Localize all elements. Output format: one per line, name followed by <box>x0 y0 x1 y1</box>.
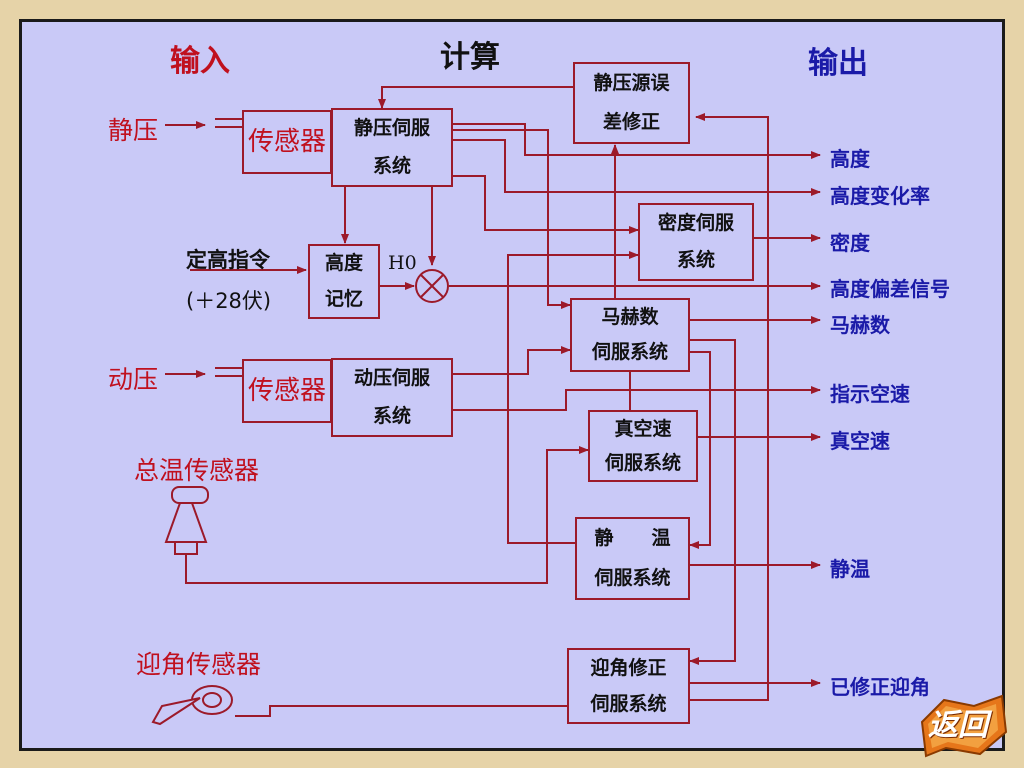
output-density: 密度 <box>830 231 870 255</box>
aoa-sensor-label: 迎角传感器 <box>136 650 262 679</box>
output-header: 输出 <box>808 46 868 81</box>
h0-label: H0 <box>388 252 417 274</box>
output-indicated-airspeed: 指示空速 <box>830 382 910 406</box>
summing-junction <box>415 269 449 303</box>
compute-header: 计算 <box>440 40 500 75</box>
total-temp-sensor-label: 总温传感器 <box>134 456 260 485</box>
vane-sensor-icon <box>151 685 233 726</box>
static-pressure-label: 静压 <box>108 116 159 145</box>
output-mach: 马赫数 <box>830 313 890 337</box>
output-altitude-deviation: 高度偏差信号 <box>830 277 950 301</box>
voltage-label: (＋28伏) <box>186 289 272 313</box>
dynamic-pressure-servo-block: 动压伺服系统 <box>331 358 453 437</box>
altitude-command-label: 定高指令 <box>186 248 270 272</box>
output-corrected-aoa: 已修正迎角 <box>830 675 930 699</box>
source-error-correction-block: 静压源误差修正 <box>573 62 690 144</box>
return-button[interactable]: 返回 <box>918 692 1010 758</box>
output-true-airspeed: 真空速 <box>830 429 890 453</box>
static-pressure-servo-block: 静压伺服系统 <box>331 108 453 187</box>
aoa-correction-servo-block: 迎角修正伺服系统 <box>567 648 690 724</box>
return-button-label: 返回 <box>928 708 988 743</box>
mach-servo-block: 马赫数伺服系统 <box>570 298 690 372</box>
dynamic-pressure-label: 动压 <box>108 365 159 394</box>
thermometer-probe-icon <box>164 486 209 555</box>
diagram-panel <box>19 19 1005 751</box>
true-airspeed-servo-block: 真空速伺服系统 <box>588 410 698 482</box>
density-servo-block: 密度伺服系统 <box>638 203 754 281</box>
input-header: 输入 <box>170 44 230 79</box>
altitude-memory-block: 高度记忆 <box>308 244 380 319</box>
static-temp-servo-block: 静 温伺服系统 <box>575 517 690 600</box>
output-climb-rate: 高度变化率 <box>830 184 930 208</box>
output-static-temp: 静温 <box>830 557 870 581</box>
output-altitude: 高度 <box>830 147 870 171</box>
dynamic-pressure-sensor: 传感器 <box>242 359 332 423</box>
static-pressure-sensor: 传感器 <box>242 110 332 174</box>
return-button-shape <box>920 694 1008 758</box>
